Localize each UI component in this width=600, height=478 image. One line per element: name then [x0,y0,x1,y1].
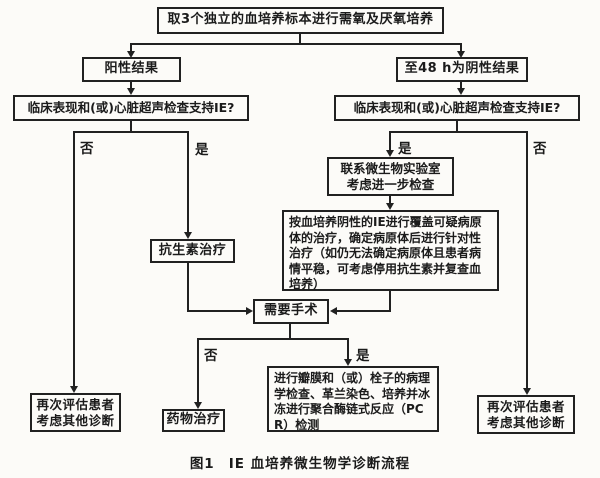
branch-label-surgery-no: 否 [204,348,218,364]
node-antibiotic-therapy: 抗生素治疗 [150,239,235,263]
branch-label-left-no: 否 [80,141,94,157]
node-negative-result-label: 至48 h为阴性结果 [404,61,520,77]
arrowhead [457,88,465,95]
node-reassess-right-line2: 考虑其他诊断 [486,414,565,430]
branch-label-right-no: 否 [533,141,547,157]
connector [456,121,458,132]
connector [130,43,132,52]
node-take-cultures: 取3个独立的血培养标本进行需氧及厌氧培养 [157,7,444,34]
node-reassess-left-line2: 考虑其他诊断 [36,412,115,428]
figure-caption-number: 图1 [189,456,215,472]
connector [73,131,189,133]
node-left-question-label: 临床表现和(或)心脏超声检查支持IE? [27,100,235,116]
connector [389,291,391,312]
figure-caption-title: IE 血培养微生物学诊断流程 [228,456,411,472]
node-positive-result-label: 阳性结果 [104,61,159,77]
figure-caption: 图1 IE 血培养微生物学诊断流程 [0,452,600,472]
node-valve-exam-label: 进行瓣膜和（或）栓子的病理学检查、革兰染色、培养并冰冻进行聚合酶链式反应（PCR… [274,371,431,432]
connector [73,131,75,386]
node-empiric-treatment: 按血培养阴性的IE进行覆盖可疑病原体的治疗，确定病原体后进行针对性治疗（如仍无法… [282,210,499,291]
connector [389,131,391,150]
connector [187,310,246,312]
arrowhead [70,386,78,393]
connector [526,131,528,388]
node-contact-lab-line1: 联系微生物实验室 [340,160,441,176]
node-reassess-left-line1: 再次评估患者 [36,396,115,412]
node-valve-exam: 进行瓣膜和（或）栓子的病理学检查、革兰染色、培养并冰冻进行聚合酶链式反应（PCR… [267,366,439,432]
connector [289,324,291,339]
node-right-question: 临床表现和(或)心脏超声检查支持IE? [334,95,580,121]
connector [130,43,461,45]
arrowhead [246,307,253,315]
arrowhead [194,402,202,409]
connector [130,121,132,132]
node-negative-result: 至48 h为阴性结果 [396,57,528,82]
node-positive-result: 阳性结果 [82,57,181,82]
connector [460,82,462,89]
connector [460,43,462,52]
node-reassess-right-line1: 再次评估患者 [486,398,565,414]
arrowhead [386,150,394,157]
branch-label-left-yes: 是 [195,142,209,158]
branch-label-right-yes: 是 [398,141,412,157]
branch-label-surgery-yes: 是 [356,348,370,364]
node-left-question: 临床表现和(或)心脏超声检查支持IE? [13,95,249,121]
arrowhead [386,203,394,210]
arrowhead [127,88,135,95]
node-need-surgery: 需要手术 [253,299,329,324]
node-need-surgery-label: 需要手术 [263,303,318,319]
connector [389,131,528,133]
node-drug-therapy: 药物治疗 [162,409,225,432]
connector [130,82,132,89]
node-contact-lab: 联系微生物实验室 考虑进一步检查 [327,157,454,196]
connector [337,310,391,312]
arrowhead [523,388,531,395]
node-contact-lab-line2: 考虑进一步检查 [346,176,435,192]
connector [187,131,189,232]
connector [347,338,349,359]
arrowhead [344,359,352,366]
node-drug-therapy-label: 药物治疗 [166,412,221,428]
connector [197,338,199,402]
connector [299,34,301,44]
node-reassess-left: 再次评估患者 考虑其他诊断 [30,393,121,432]
node-antibiotic-therapy-label: 抗生素治疗 [158,242,227,258]
node-right-question-label: 临床表现和(或)心脏超声检查支持IE? [353,100,561,116]
connector [187,263,189,312]
arrowhead [457,51,465,58]
node-empiric-treatment-label: 按血培养阴性的IE进行覆盖可疑病原体的治疗，确定病原体后进行针对性治疗（如仍无法… [289,215,482,291]
arrowhead [330,307,337,315]
connector [197,338,349,340]
node-take-cultures-label: 取3个独立的血培养标本进行需氧及厌氧培养 [167,12,434,28]
arrowhead [184,232,192,239]
arrowhead [127,51,135,58]
connector [389,196,391,204]
node-reassess-right: 再次评估患者 考虑其他诊断 [477,395,575,434]
